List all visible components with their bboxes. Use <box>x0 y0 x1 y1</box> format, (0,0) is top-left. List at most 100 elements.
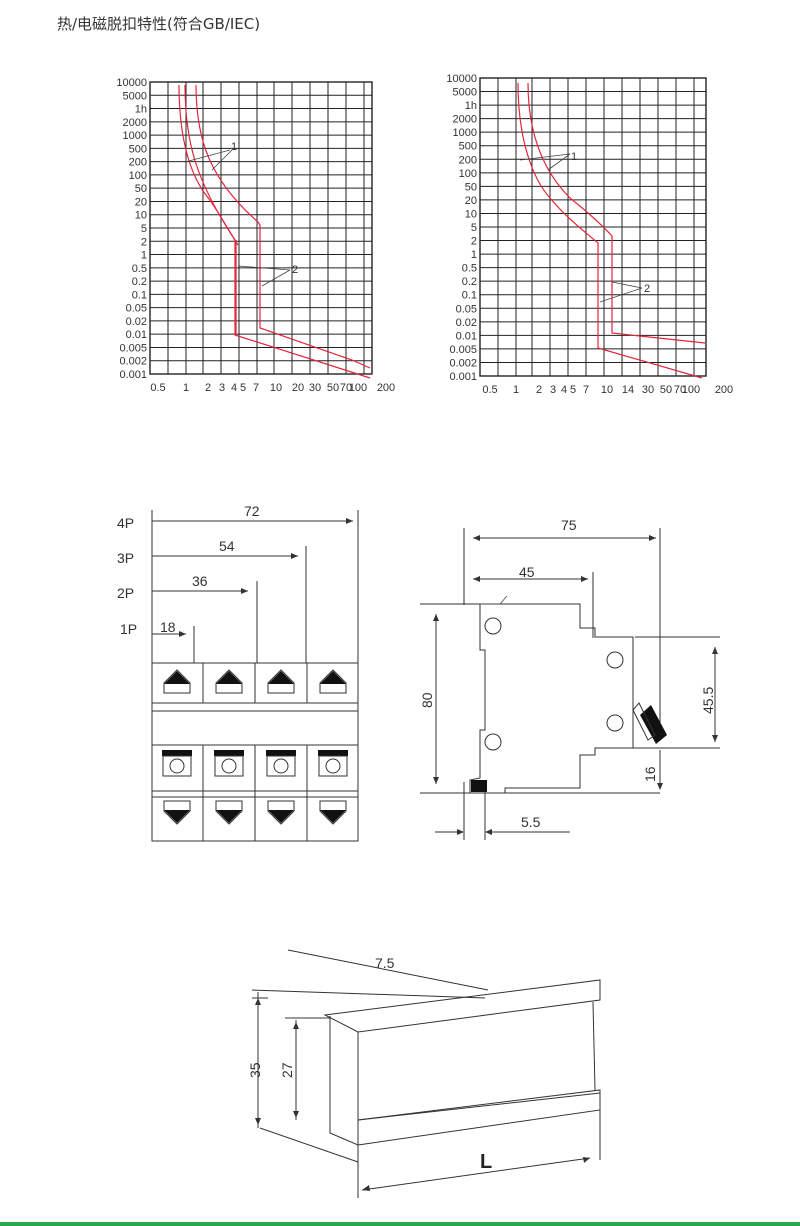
x-tick-label: 7 <box>583 384 589 396</box>
triangle-down-icon <box>268 810 294 823</box>
pole <box>318 669 348 825</box>
x-tick-label: 0.5 <box>482 384 497 396</box>
contact-bar <box>162 750 192 756</box>
screw-icon <box>273 758 289 774</box>
x-tick-label: 100 <box>349 382 367 394</box>
x-tick-label: 4 <box>561 384 567 396</box>
y-tick-label: 10000 <box>446 73 477 85</box>
x-tick-label: 30 <box>642 384 654 396</box>
x-tick-label: 1 <box>183 382 189 394</box>
contact-bar <box>318 750 348 756</box>
breaker-side-view: 75 45 80 45.5 16 5.5 <box>419 517 720 840</box>
y-tick-label: 1000 <box>123 130 147 142</box>
y-tick-label: 2 <box>471 236 477 248</box>
screw-icon <box>325 758 341 774</box>
page-title: 热/电磁脱扣特性(符合GB/IEC) <box>57 15 261 33</box>
width-18: 18 <box>160 619 176 635</box>
terminal-up-outline <box>267 669 295 694</box>
dim-27: 27 <box>279 1062 295 1078</box>
y-tick-label: 1 <box>471 249 477 261</box>
trip-curves <box>517 82 706 379</box>
x-tick-label: 14 <box>622 384 634 396</box>
terminal-down-outline <box>267 800 295 825</box>
y-tick-label: 5000 <box>123 90 147 102</box>
terminal-box <box>266 755 296 777</box>
triangle-down-icon <box>216 810 242 823</box>
x-tick-label: 70 <box>674 384 686 396</box>
din-rail-drawing: 7.5 35 27 L <box>247 949 601 1198</box>
screw-icon <box>169 758 185 774</box>
pole-label-1p: 1P <box>120 621 137 637</box>
breaker-front-view: 4P 3P 2P 1P 72 54 36 18 <box>117 503 359 842</box>
x-tick-label: 70 <box>340 382 352 394</box>
y-tick-label: 1h <box>135 104 147 116</box>
y-tick-label: 20 <box>465 195 477 207</box>
y-tick-label: 0.002 <box>449 357 477 369</box>
terminal-down-outline <box>215 800 243 825</box>
terminal-box <box>162 755 192 777</box>
y-tick-label: 0.05 <box>456 303 477 315</box>
dim-L: L <box>480 1151 492 1173</box>
x-tick-label: 2 <box>536 384 542 396</box>
y-tick-label: 0.001 <box>119 369 147 381</box>
y-tick-label: 0.5 <box>462 263 477 275</box>
y-tick-label: 5 <box>141 223 147 235</box>
dim-80: 80 <box>419 692 435 708</box>
curve-label-2: 2 <box>292 264 298 276</box>
breaker-outline <box>464 595 667 794</box>
curve-2-right <box>195 84 371 369</box>
y-tick-label: 0.02 <box>126 316 147 328</box>
x-tick-label: 50 <box>327 382 339 394</box>
terminal-box <box>318 755 348 777</box>
x-tick-label: 1 <box>513 384 519 396</box>
width-72: 72 <box>244 503 260 519</box>
y-tick-label: 0.01 <box>456 330 477 342</box>
screw-icon <box>221 758 237 774</box>
triangle-up-icon <box>320 671 346 684</box>
y-tick-label: 0.005 <box>449 344 477 356</box>
y-tick-label: 200 <box>459 154 477 166</box>
y-tick-label: 20 <box>135 196 147 208</box>
y-tick-label: 0.2 <box>132 276 147 288</box>
chart-grid <box>149 81 373 375</box>
y-tick-label: 200 <box>129 157 147 169</box>
curve-b <box>527 82 706 344</box>
dim-35: 35 <box>247 1062 263 1078</box>
x-tick-label: 30 <box>309 382 321 394</box>
x-tick-label: 7 <box>253 382 259 394</box>
y-tick-label: 100 <box>129 170 147 182</box>
x-tick-label: 200 <box>715 384 733 396</box>
x-tick-label: 200 <box>377 382 395 394</box>
pole-label-3p: 3P <box>117 550 134 566</box>
y-tick-label: 0.2 <box>462 276 477 288</box>
x-tick-label: 2 <box>205 382 211 394</box>
y-tick-label: 5 <box>471 222 477 234</box>
chart-grid <box>479 77 707 377</box>
curve-leaders <box>184 149 291 287</box>
x-tick-label: 10 <box>270 382 282 394</box>
trip-curve-chart-right: 1000050001h200010005002001005020105210.5… <box>446 73 733 396</box>
y-tick-label: 2 <box>141 236 147 248</box>
y-tick-label: 50 <box>465 181 477 193</box>
y-tick-label: 0.5 <box>132 263 147 275</box>
breaker-body <box>151 662 359 842</box>
y-tick-label: 500 <box>459 141 477 153</box>
terminal-down-outline <box>319 800 347 825</box>
trip-curves <box>178 84 371 379</box>
y-tick-label: 5000 <box>453 87 477 99</box>
x-tick-label: 3 <box>219 382 225 394</box>
trip-curve-chart-left: 1000050001h200010005002001005020105210.5… <box>116 77 395 394</box>
pole-label-4p: 4P <box>117 515 134 531</box>
y-tick-label: 10 <box>135 210 147 222</box>
y-tick-label: 0.002 <box>119 356 147 368</box>
y-tick-labels: 1000050001h200010005002001005020105210.5… <box>116 77 147 381</box>
y-tick-label: 0.1 <box>462 290 477 302</box>
terminal-up-outline <box>319 669 347 694</box>
y-tick-label: 1000 <box>453 127 477 139</box>
contact-bar <box>214 750 244 756</box>
curve-a <box>517 82 703 379</box>
x-tick-label: 5 <box>570 384 576 396</box>
x-tick-label: 4 <box>231 382 237 394</box>
